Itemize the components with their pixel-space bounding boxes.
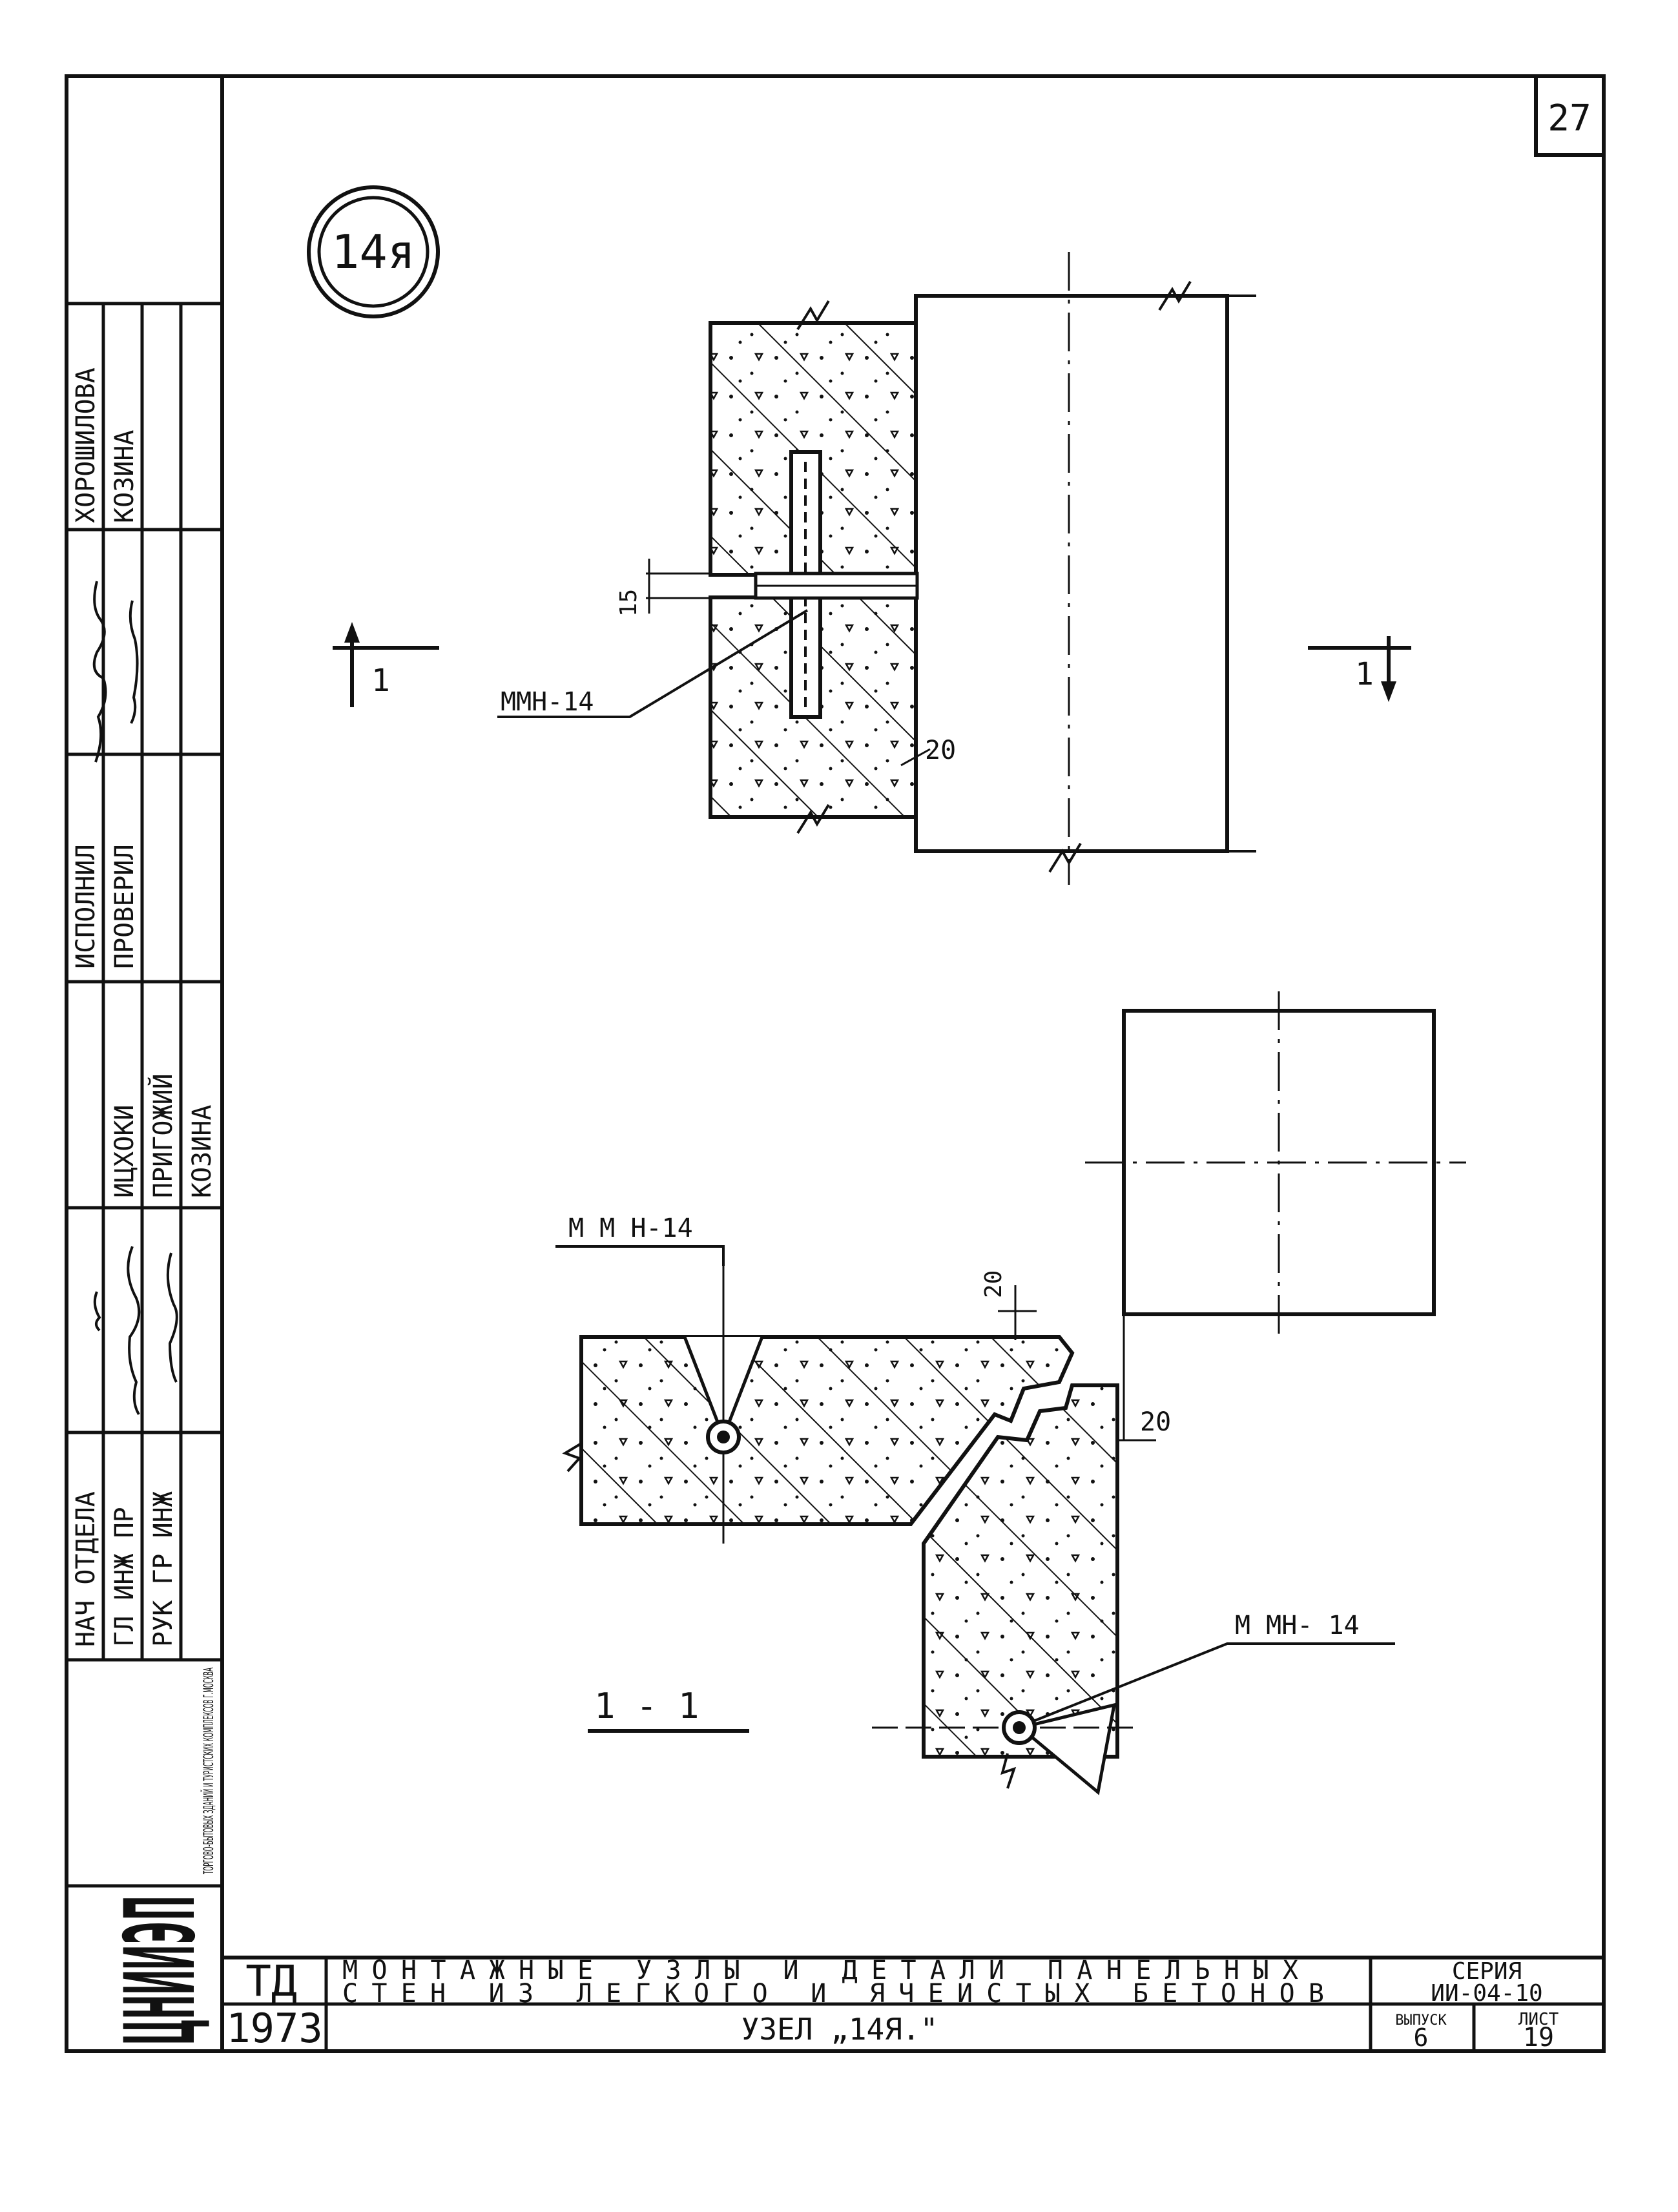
org-block: ТОРГОВО-БЫТОВЫХ ЗДАНИЙ И ТУРИСТСКИХ КОМП… [105,1668,217,2044]
role-head-of-dept: НАЧ ОТДЕЛА [71,1491,101,1647]
page-number: 27 [1548,98,1591,140]
name-executed: ХОРОШИЛОВА [71,367,101,523]
section-marker-left: 1 [333,622,439,707]
section-title: 1 - 1 [594,1686,699,1726]
role-executed: ИСПОЛНИЛ [71,844,101,969]
offset-dimension-section-a: 20 [980,1270,1007,1298]
node-mark: 14я [307,185,440,318]
side-stamp-text: НАЧ ОТДЕЛА ГЛ ИНЖ ПР РУК ГР ИНЖ ИЦХОКИ П… [71,367,217,1647]
role-checked: ПРОВЕРИЛ [110,844,140,969]
org-name: ТОРГОВО-БЫТОВЫХ ЗДАНИЙ И ТУРИСТСКИХ КОМП… [200,1668,216,1874]
doc-year: 1973 [226,2005,322,2052]
name-chief-engineer: ПРИГОЖИЙ [147,1073,178,1198]
series-value: ИИ-04-10 [1431,1980,1542,2007]
section-marker-right: 1 [1308,636,1411,702]
callout-anchor-left: М М Н-14 [568,1214,693,1243]
section-detail: М М Н-14 М МН- 14 20 20 1 - 1 [555,1214,1395,1795]
sheet-frame [65,74,1606,2053]
section-mark-right: 1 [1355,656,1374,692]
callout-leader-right [1033,1642,1395,1722]
role-group-lead: РУК ГР ИНЖ [149,1491,178,1647]
series-label: СЕРИЯ [1452,1958,1522,1985]
callout-leader-top [497,609,809,718]
offset-dimension-top: 20 [925,736,956,765]
signatures [92,581,178,1416]
title-line-1: МОНТАЖНЫЕ УЗЛЫ И ДЕТАЛИ ПАНЕЛЬНЫХ [342,1956,1298,1985]
page-number-box: 27 [1534,74,1606,157]
drawing-subtitle: УЗЕЛ „14Я." [741,2012,938,2047]
sheet-value: 19 [1523,2023,1554,2052]
column-plan [1085,991,1466,1337]
callout-leader-left [555,1245,725,1266]
column [914,294,1229,853]
issue-value: 6 [1414,2023,1429,2052]
section-mark-left: 1 [371,663,390,699]
sheet-label: ЛИСТ [1518,2010,1559,2029]
callout-anchor-top: ММН-14 [501,687,594,717]
name-head-of-dept: ИЦХОКИ [110,1105,140,1199]
name-checked: КОЗИНА [110,430,140,524]
gap-dimension: 15 [616,589,642,617]
name-group-lead: КОЗИНА [187,1105,217,1199]
callout-anchor-right: М МН- 14 [1235,1611,1360,1640]
doc-code: ТД [245,1956,296,2006]
issue-label: ВЫПУСК [1395,2012,1447,2029]
org-logo: ЦНИИЭП [105,1896,217,2044]
node-mark-label: 14я [331,225,415,279]
side-stamp [67,302,222,1888]
top-detail: 15 20 ММН-14 [497,252,1256,885]
title-block-grid [222,1958,1604,2051]
role-chief-engineer: ГЛ ИНЖ ПР [110,1507,140,1647]
offset-dimension-section-b: 20 [1140,1407,1171,1437]
